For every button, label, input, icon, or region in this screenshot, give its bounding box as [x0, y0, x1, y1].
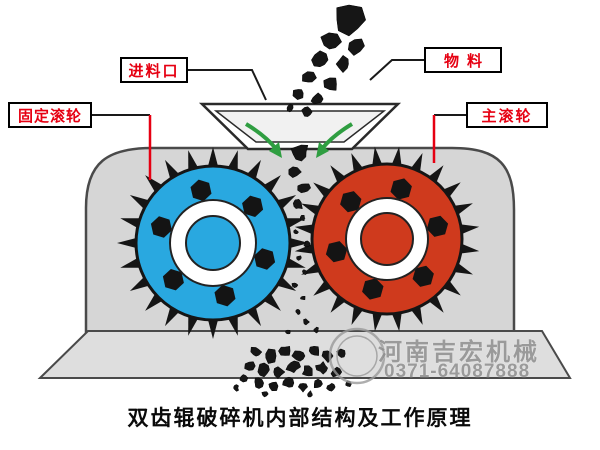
watermark-phone: 0371-64087888	[384, 361, 530, 383]
raw-material-chunks	[287, 5, 366, 117]
label-feed-inlet: 进料口	[120, 57, 188, 83]
label-fixed-roller: 固定滚轮	[8, 102, 92, 128]
label-material: 物料	[424, 47, 502, 73]
label-main-roller: 主滚轮	[466, 102, 548, 128]
diagram-caption: 双齿辊破碎机内部结构及工作原理	[0, 402, 600, 432]
fixed-roller-gear	[117, 147, 309, 339]
feed-hopper	[202, 104, 398, 149]
